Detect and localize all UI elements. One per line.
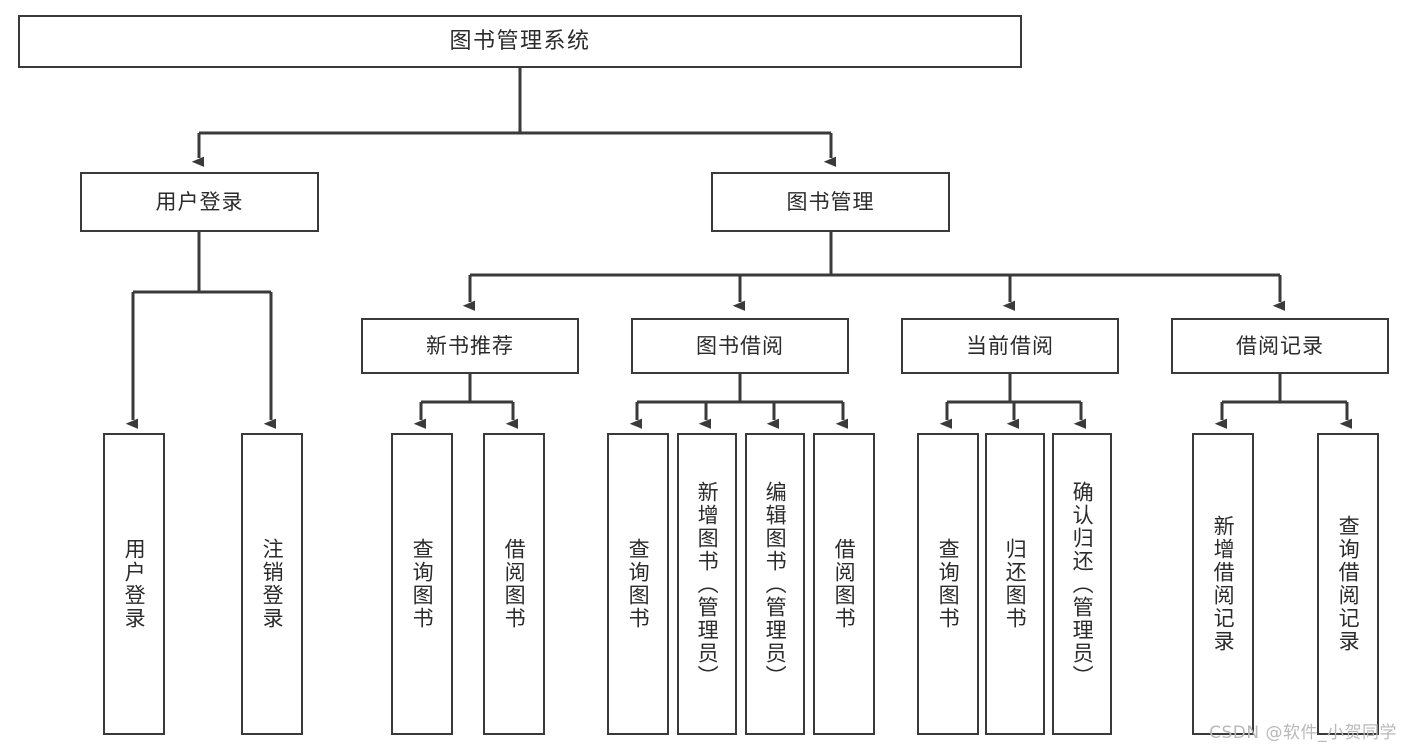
node-label: 查询图书 — [626, 538, 651, 630]
node-label: 新书推荐 — [426, 333, 514, 358]
node-new-book-recommend[interactable]: 新书推荐 — [361, 318, 579, 374]
node-label: 当前借阅 — [966, 333, 1054, 358]
node-leaf-query-book-2[interactable]: 查询图书 — [607, 433, 669, 735]
node-leaf-user-login[interactable]: 用户登录 — [103, 433, 165, 735]
node-book-management-system[interactable]: 图书管理系统 — [18, 15, 1022, 68]
node-label: 查询图书 — [410, 538, 435, 630]
node-label: 借阅图书 — [832, 538, 857, 630]
node-label: 借阅记录 — [1236, 333, 1324, 358]
node-label: 归还图书 — [1003, 538, 1028, 630]
node-label: 新增图书（管理员） — [695, 480, 720, 688]
node-leaf-query-book-3[interactable]: 查询图书 — [917, 433, 979, 735]
node-book-borrow[interactable]: 图书借阅 — [631, 318, 849, 374]
node-label: 查询借阅记录 — [1336, 515, 1361, 653]
node-label: 查询图书 — [936, 538, 961, 630]
node-leaf-return-book[interactable]: 归还图书 — [985, 433, 1045, 735]
node-label: 确认归还（管理员） — [1070, 480, 1095, 688]
node-leaf-borrow-book-2[interactable]: 借阅图书 — [813, 433, 875, 735]
node-label: 图书借阅 — [696, 333, 784, 358]
node-label: 借阅图书 — [502, 538, 527, 630]
node-leaf-edit-book-admin[interactable]: 编辑图书（管理员） — [745, 433, 805, 735]
node-label: 新增借阅记录 — [1211, 515, 1236, 653]
node-leaf-add-book-admin[interactable]: 新增图书（管理员） — [677, 433, 737, 735]
node-label: 用户登录 — [155, 189, 244, 214]
node-user-login[interactable]: 用户登录 — [80, 172, 319, 232]
node-leaf-confirm-return-admin[interactable]: 确认归还（管理员） — [1052, 433, 1112, 735]
node-label: 注销登录 — [260, 538, 285, 630]
node-label: 图书管理 — [786, 189, 875, 214]
node-leaf-query-book-1[interactable]: 查询图书 — [391, 433, 453, 735]
node-leaf-user-logout[interactable]: 注销登录 — [241, 433, 303, 735]
node-book-manage[interactable]: 图书管理 — [711, 172, 950, 232]
node-label: 图书管理系统 — [449, 28, 591, 54]
node-leaf-query-borrow-record[interactable]: 查询借阅记录 — [1317, 433, 1379, 735]
node-label: 编辑图书（管理员） — [763, 480, 788, 688]
node-leaf-borrow-book-1[interactable]: 借阅图书 — [483, 433, 545, 735]
node-label: 用户登录 — [122, 538, 147, 630]
node-borrow-record[interactable]: 借阅记录 — [1171, 318, 1389, 374]
node-current-borrow[interactable]: 当前借阅 — [901, 318, 1119, 374]
node-leaf-add-borrow-record[interactable]: 新增借阅记录 — [1192, 433, 1254, 735]
